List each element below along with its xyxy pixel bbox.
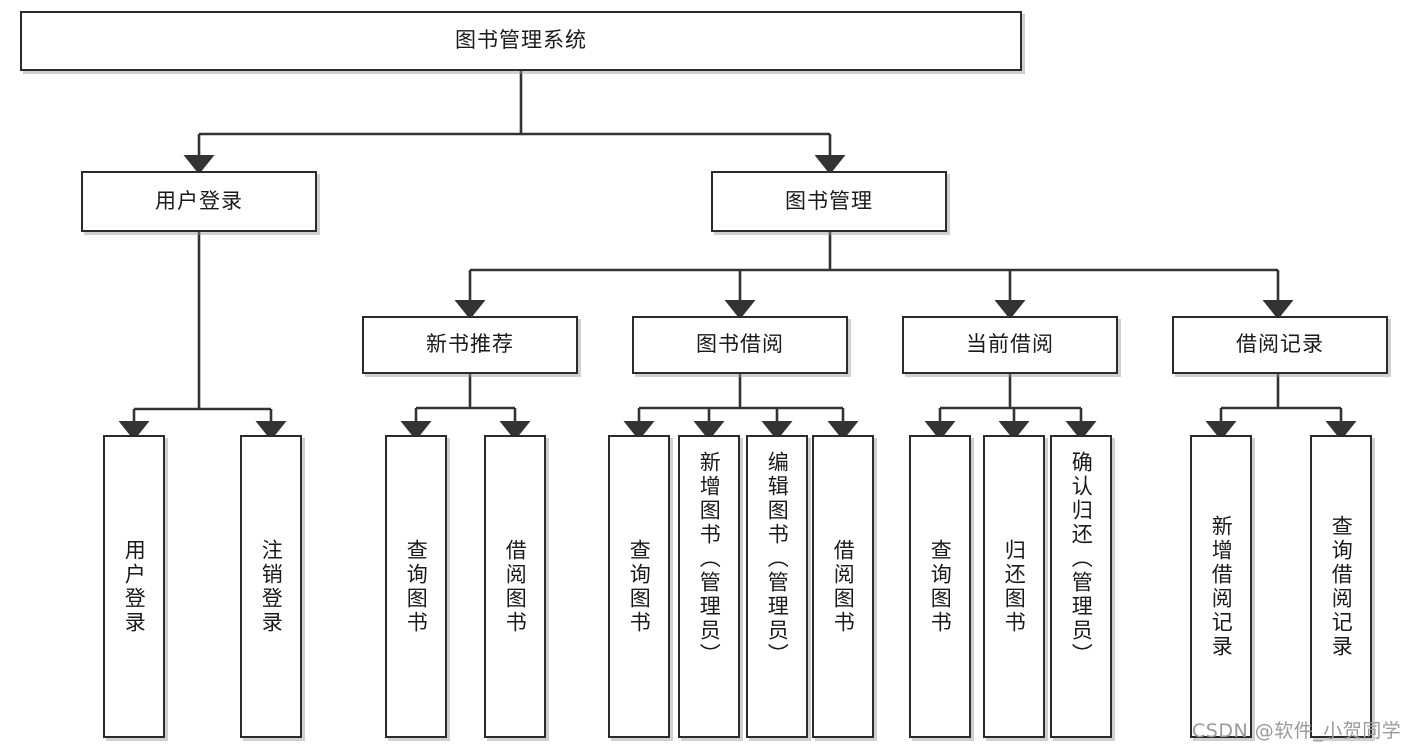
node-borrow-record-label: 借阅记录 bbox=[1236, 332, 1324, 357]
node-leaf-query-book-3[interactable]: 查询图书 bbox=[909, 435, 971, 738]
node-leaf-borrow-book-2[interactable]: 借阅图书 bbox=[812, 435, 874, 738]
node-leaf-add-book-label: 新增图书（管理员） bbox=[697, 451, 722, 667]
node-leaf-add-borrow-record[interactable]: 新增借阅记录 bbox=[1190, 435, 1252, 738]
node-leaf-confirm-return[interactable]: 确认归还（管理员） bbox=[1050, 435, 1112, 738]
node-leaf-query-book-2-label: 查询图书 bbox=[627, 538, 652, 635]
node-leaf-logout-login-label: 注销登录 bbox=[259, 538, 284, 635]
node-leaf-confirm-return-label: 确认归还（管理员） bbox=[1069, 451, 1094, 667]
node-leaf-return-book[interactable]: 归还图书 bbox=[983, 435, 1045, 738]
node-user-login-label: 用户登录 bbox=[155, 188, 243, 213]
node-book-management[interactable]: 图书管理 bbox=[711, 171, 947, 232]
node-current-borrow-label: 当前借阅 bbox=[966, 332, 1054, 357]
node-leaf-user-login[interactable]: 用户登录 bbox=[103, 435, 165, 738]
node-leaf-query-book-1[interactable]: 查询图书 bbox=[385, 435, 447, 738]
node-leaf-query-borrow-record[interactable]: 查询借阅记录 bbox=[1310, 435, 1372, 738]
node-leaf-logout-login[interactable]: 注销登录 bbox=[240, 435, 302, 738]
node-leaf-add-borrow-record-label: 新增借阅记录 bbox=[1209, 514, 1234, 659]
node-leaf-add-book[interactable]: 新增图书（管理员） bbox=[678, 435, 740, 738]
node-borrow-record[interactable]: 借阅记录 bbox=[1172, 316, 1388, 374]
node-leaf-user-login-label: 用户登录 bbox=[122, 538, 147, 635]
node-leaf-query-borrow-record-label: 查询借阅记录 bbox=[1329, 514, 1354, 659]
node-root[interactable]: 图书管理系统 bbox=[20, 11, 1022, 71]
node-leaf-query-book-2[interactable]: 查询图书 bbox=[608, 435, 670, 738]
node-leaf-borrow-book-2-label: 借阅图书 bbox=[831, 538, 856, 635]
node-new-book-recommend[interactable]: 新书推荐 bbox=[362, 316, 578, 374]
node-leaf-query-book-3-label: 查询图书 bbox=[928, 538, 953, 635]
node-new-book-recommend-label: 新书推荐 bbox=[426, 332, 514, 357]
node-leaf-borrow-book-1-label: 借阅图书 bbox=[503, 538, 528, 635]
node-user-login[interactable]: 用户登录 bbox=[81, 171, 317, 232]
node-book-borrow[interactable]: 图书借阅 bbox=[632, 316, 848, 374]
node-current-borrow[interactable]: 当前借阅 bbox=[902, 316, 1118, 374]
node-leaf-edit-book-label: 编辑图书（管理员） bbox=[765, 451, 790, 667]
node-leaf-edit-book[interactable]: 编辑图书（管理员） bbox=[746, 435, 808, 738]
node-leaf-return-book-label: 归还图书 bbox=[1002, 538, 1027, 635]
node-leaf-borrow-book-1[interactable]: 借阅图书 bbox=[484, 435, 546, 738]
node-book-management-label: 图书管理 bbox=[785, 188, 873, 213]
csdn-watermark: CSDN @软件_小贺同学 bbox=[1192, 720, 1402, 742]
node-leaf-query-book-1-label: 查询图书 bbox=[404, 538, 429, 635]
node-book-borrow-label: 图书借阅 bbox=[696, 332, 784, 357]
node-root-label: 图书管理系统 bbox=[455, 28, 587, 53]
